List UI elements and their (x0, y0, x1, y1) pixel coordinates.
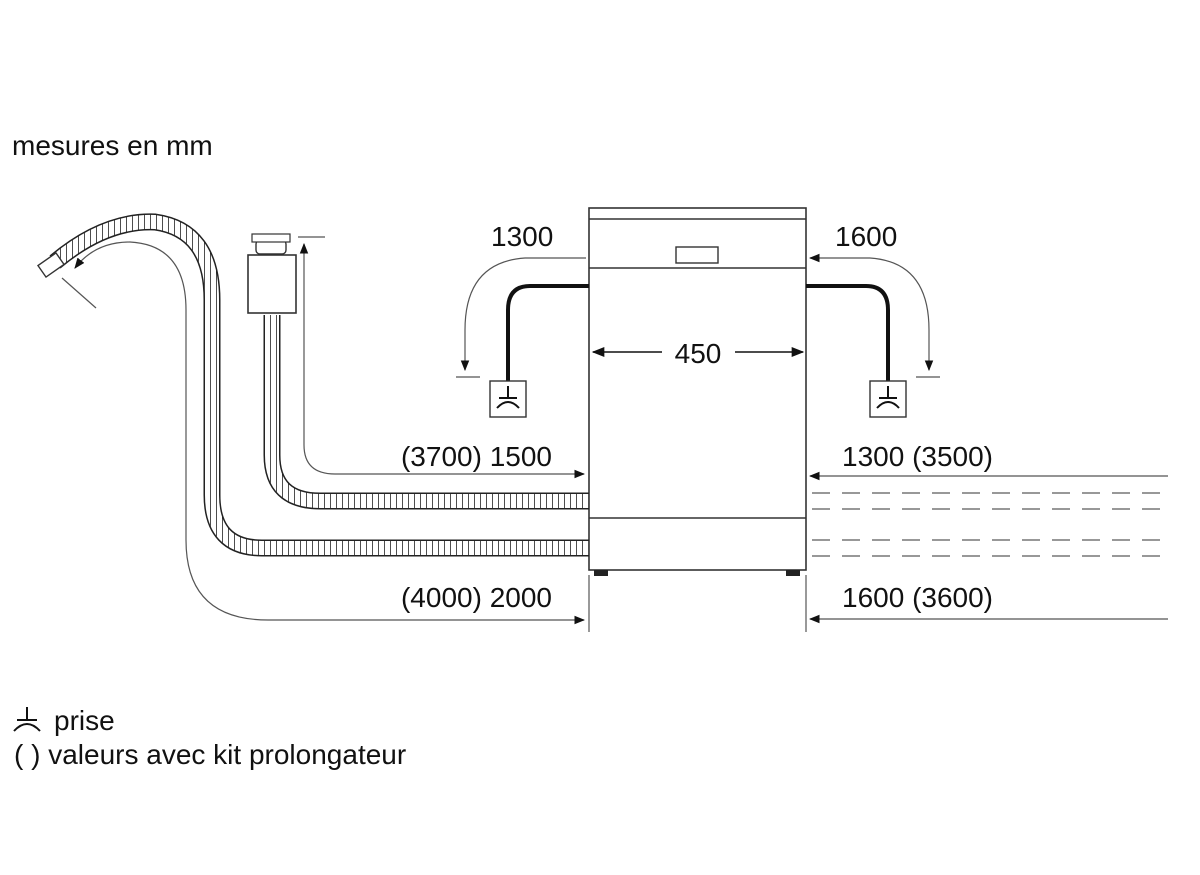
right-hose-routing (812, 492, 1168, 557)
socket-icon (876, 386, 900, 409)
legend-socket-label: prise (54, 705, 115, 736)
drain-right-label: 1600 (3600) (842, 582, 993, 613)
drain-hose-end (36, 251, 66, 279)
control-panel-display (675, 246, 719, 264)
legend-extension-label: valeurs avec kit prolongateur (48, 739, 407, 770)
aquastop-valve (247, 254, 297, 314)
inlet-right-dimension: 1300 (3500) (808, 441, 1168, 481)
units-note: mesures en mm (12, 130, 213, 161)
inlet-right-label: 1300 (3500) (842, 441, 993, 472)
dishwasher (588, 207, 807, 576)
drain-hose-left: (4000) 2000 (36, 213, 589, 625)
power-right-arrow (808, 253, 934, 372)
power-left-label: 1300 (491, 221, 553, 252)
foot-right (786, 570, 800, 576)
power-left-arrow (460, 257, 586, 372)
legend-socket-icon (13, 707, 41, 732)
width-dimension: 450 (591, 338, 805, 369)
power-cable-right: 1600 (806, 221, 940, 418)
power-right-label: 1600 (835, 221, 897, 252)
width-label: 450 (675, 338, 722, 369)
drain-right-dimension: 1600 (3600) (808, 582, 1168, 624)
power-cable-left: 1300 (456, 221, 589, 418)
inlet-left-label: (3700) 1500 (401, 441, 552, 472)
foot-left (594, 570, 608, 576)
inlet-left-arrow (299, 242, 586, 479)
inlet-hose-left: (3700) 1500 (247, 233, 589, 510)
drain-left-label: (4000) 2000 (401, 582, 552, 613)
legend-extension-row: ( ) valeurs avec kit prolongateur (14, 738, 406, 772)
drain-left-arrow (74, 241, 586, 625)
legend-parentheses-symbol: ( ) (14, 739, 41, 770)
